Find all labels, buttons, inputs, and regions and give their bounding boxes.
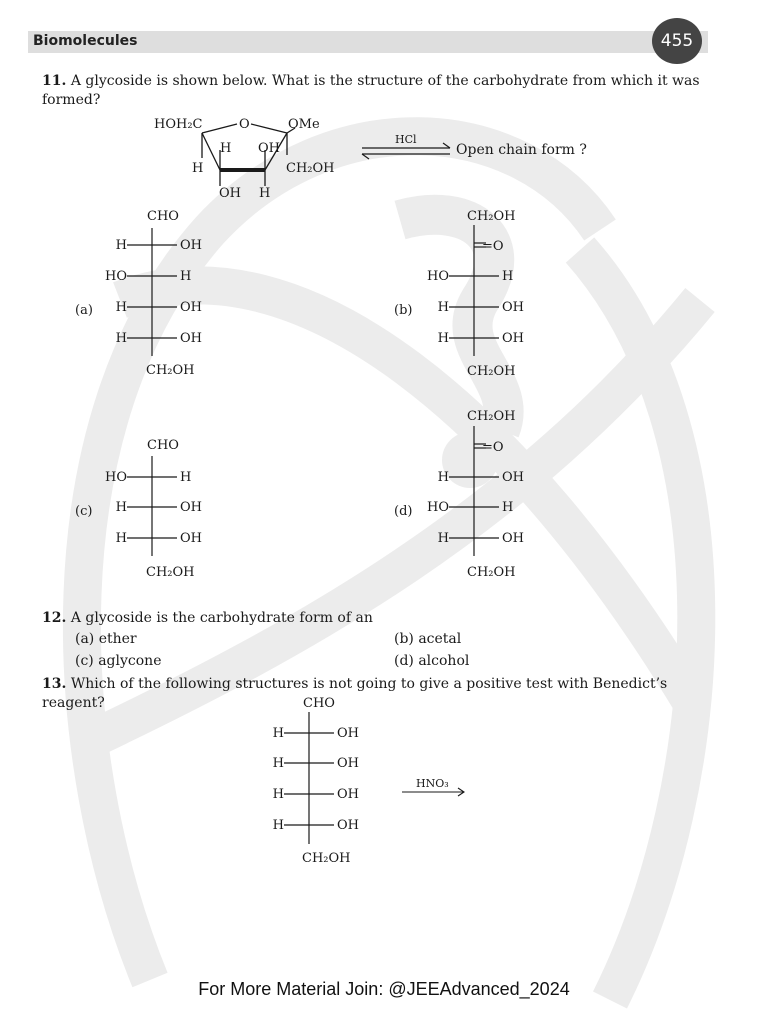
reagent-hno3: HNO₃: [416, 777, 449, 790]
option-a-r2-right: H: [180, 269, 191, 284]
option-b-r2-left: H: [438, 300, 449, 315]
reagent-hcl: HCl: [395, 133, 417, 146]
question-text: A glycoside is the carbohydrate form of …: [70, 610, 373, 626]
question-text: Which of the following structures is not…: [42, 676, 668, 711]
ring-ch2oh: CH₂OH: [286, 161, 335, 176]
option-d-r2-left: HO: [427, 500, 449, 515]
option-d-r3-left: H: [438, 531, 449, 546]
option-a-r4-left: H: [116, 331, 127, 346]
option-c-r2-left: H: [116, 500, 127, 515]
option-d-r1-left: H: [438, 470, 449, 485]
header-band: [28, 31, 708, 53]
page-number-badge: 455: [652, 18, 702, 64]
fischer-option-c: [127, 456, 177, 556]
option-c-r2-right: OH: [180, 500, 202, 515]
option-c-r3-right: OH: [180, 531, 202, 546]
q13-r2-right: OH: [337, 756, 359, 771]
q13-r4-left: H: [273, 818, 284, 833]
question-13: 13. Which of the following structures is…: [42, 675, 732, 713]
option-d-r3-right: OH: [502, 531, 524, 546]
ring-oh-bottom: OH: [219, 186, 241, 201]
option-b-label: (b): [394, 303, 412, 318]
question-number: 13.: [42, 676, 67, 692]
hno3-arrow: [402, 787, 465, 797]
q13-r3-left: H: [273, 787, 284, 802]
q12-option-a: (a) ether: [75, 631, 137, 647]
option-b-top: CH₂OH: [467, 209, 516, 224]
ring-h-left: H: [192, 161, 203, 176]
option-b-r3-left: H: [438, 331, 449, 346]
reaction-product: Open chain form ?: [456, 142, 587, 158]
ring-h-top: H: [220, 141, 231, 156]
fischer-option-b: [449, 225, 499, 356]
question-12: 12. A glycoside is the carbohydrate form…: [42, 609, 710, 628]
q13-r3-right: OH: [337, 787, 359, 802]
q12-option-b: (b) acetal: [394, 631, 462, 647]
ring-h-bottom: H: [259, 186, 270, 201]
glycoside-ring: [201, 123, 296, 186]
option-b-bottom: CH₂OH: [467, 364, 516, 379]
ring-hoh2c: HOH₂C: [154, 117, 203, 132]
option-b-r1-right: H: [502, 269, 513, 284]
option-c-label: (c): [75, 504, 92, 519]
question-number: 12.: [42, 610, 67, 626]
option-c-r1-left: HO: [105, 470, 127, 485]
option-c-r1-right: H: [180, 470, 191, 485]
question-number: 11.: [42, 73, 67, 89]
fischer-option-d: [449, 426, 499, 556]
q13-r1-left: H: [273, 726, 284, 741]
q13-r4-right: OH: [337, 818, 359, 833]
option-d-r2-right: H: [502, 500, 513, 515]
option-c-bottom: CH₂OH: [146, 565, 195, 580]
ring-oh-top: OH: [258, 141, 280, 156]
running-head: Biomolecules: [33, 33, 138, 49]
option-a-label: (a): [75, 303, 93, 318]
option-b-r1-left: HO: [427, 269, 449, 284]
option-a-r3-right: OH: [180, 300, 202, 315]
option-a-r3-left: H: [116, 300, 127, 315]
option-d-keto: =O: [482, 440, 504, 455]
option-a-r2-left: HO: [105, 269, 127, 284]
option-a-r1-right: OH: [180, 238, 202, 253]
option-a-bottom: CH₂OH: [146, 363, 195, 378]
question-text: A glycoside is shown below. What is the …: [42, 73, 700, 108]
option-a-r4-right: OH: [180, 331, 202, 346]
option-d-r1-right: OH: [502, 470, 524, 485]
option-a-top: CHO: [147, 209, 179, 224]
equilibrium-arrow: [361, 142, 451, 160]
fischer-option-a: [127, 228, 177, 356]
q13-top: CHO: [303, 696, 335, 711]
ring-oxygen: O: [239, 117, 250, 132]
q13-r1-right: OH: [337, 726, 359, 741]
option-d-label: (d): [394, 504, 412, 519]
option-b-keto: =O: [482, 239, 504, 254]
q13-fischer: [284, 712, 334, 844]
option-a-r1-left: H: [116, 238, 127, 253]
option-d-top: CH₂OH: [467, 409, 516, 424]
option-c-r3-left: H: [116, 531, 127, 546]
footer-promo: For More Material Join: @JEEAdvanced_202…: [198, 979, 570, 999]
option-c-top: CHO: [147, 438, 179, 453]
ring-ome: OMe: [288, 117, 320, 132]
option-b-r3-right: OH: [502, 331, 524, 346]
question-11: 11. A glycoside is shown below. What is …: [42, 72, 710, 110]
q13-r2-left: H: [273, 756, 284, 771]
q13-bottom: CH₂OH: [302, 851, 351, 866]
q12-option-c: (c) aglycone: [75, 653, 162, 669]
option-b-r2-right: OH: [502, 300, 524, 315]
q12-option-d: (d) alcohol: [394, 653, 470, 669]
option-d-bottom: CH₂OH: [467, 565, 516, 580]
